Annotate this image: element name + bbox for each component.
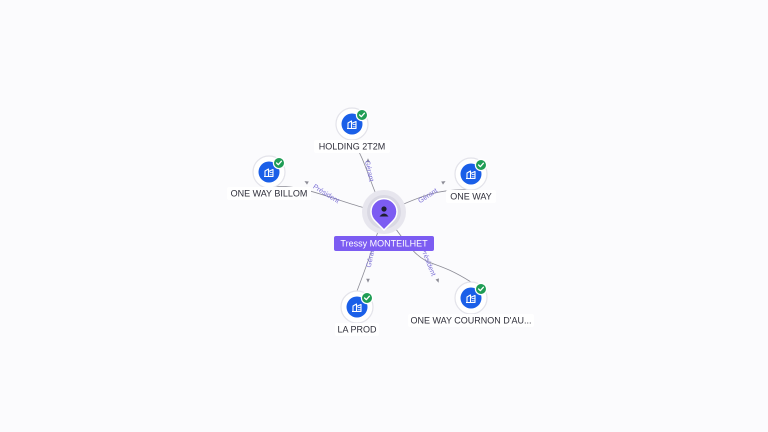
edge-relation-label: Président (311, 183, 340, 205)
company-label-bg (408, 314, 534, 327)
person-icon (379, 206, 389, 217)
person-name-label: Tressy MONTEILHET (340, 238, 428, 248)
building-icon (264, 168, 274, 178)
building-icon (352, 303, 362, 313)
company-node-laprod[interactable]: LA PROD (335, 290, 379, 336)
company-label-bg (227, 187, 311, 200)
edge-arrow (441, 181, 446, 185)
company-label: HOLDING 2T2M (319, 141, 386, 151)
company-node-billom[interactable]: ONE WAY BILLOM (227, 155, 311, 200)
check-icon (360, 291, 374, 305)
company-label: ONE WAY (450, 191, 492, 201)
edge-relation-label: Gérant (366, 246, 377, 268)
building-icon (466, 170, 476, 180)
check-icon (474, 282, 488, 296)
company-node-oneway[interactable]: ONE WAY (446, 157, 496, 203)
building-icon (466, 294, 476, 304)
nodes-layer: HOLDING 2T2M ONE WAY BILLOM ONE WAY LA PROD… (227, 107, 534, 336)
center-person-node[interactable]: Tressy MONTEILHET (334, 190, 434, 251)
person-label-bg (334, 236, 434, 251)
edge-arrow (366, 158, 370, 163)
company-label: LA PROD (337, 324, 377, 334)
company-label-bg (314, 140, 390, 153)
edge-arrow (435, 278, 439, 283)
check-icon (355, 108, 369, 122)
edge-arrow (304, 181, 309, 185)
company-label-bg (335, 323, 379, 336)
edge-relation-label: Président (419, 247, 437, 277)
company-node-cournon[interactable]: ONE WAY COURNON D'AU... (408, 281, 534, 327)
building-icon (347, 120, 357, 130)
edge-relation-label: Gérant (417, 187, 439, 205)
check-icon (272, 156, 286, 170)
edge-arrow (366, 278, 370, 283)
company-node-holding[interactable]: HOLDING 2T2M (314, 107, 390, 153)
check-icon (474, 158, 488, 172)
edge-line (383, 211, 472, 283)
company-label-bg (446, 190, 496, 203)
edge-relation-label: Gérant (363, 160, 374, 182)
company-label: ONE WAY BILLOM (231, 188, 308, 198)
company-label: ONE WAY COURNON D'AU... (410, 315, 531, 325)
